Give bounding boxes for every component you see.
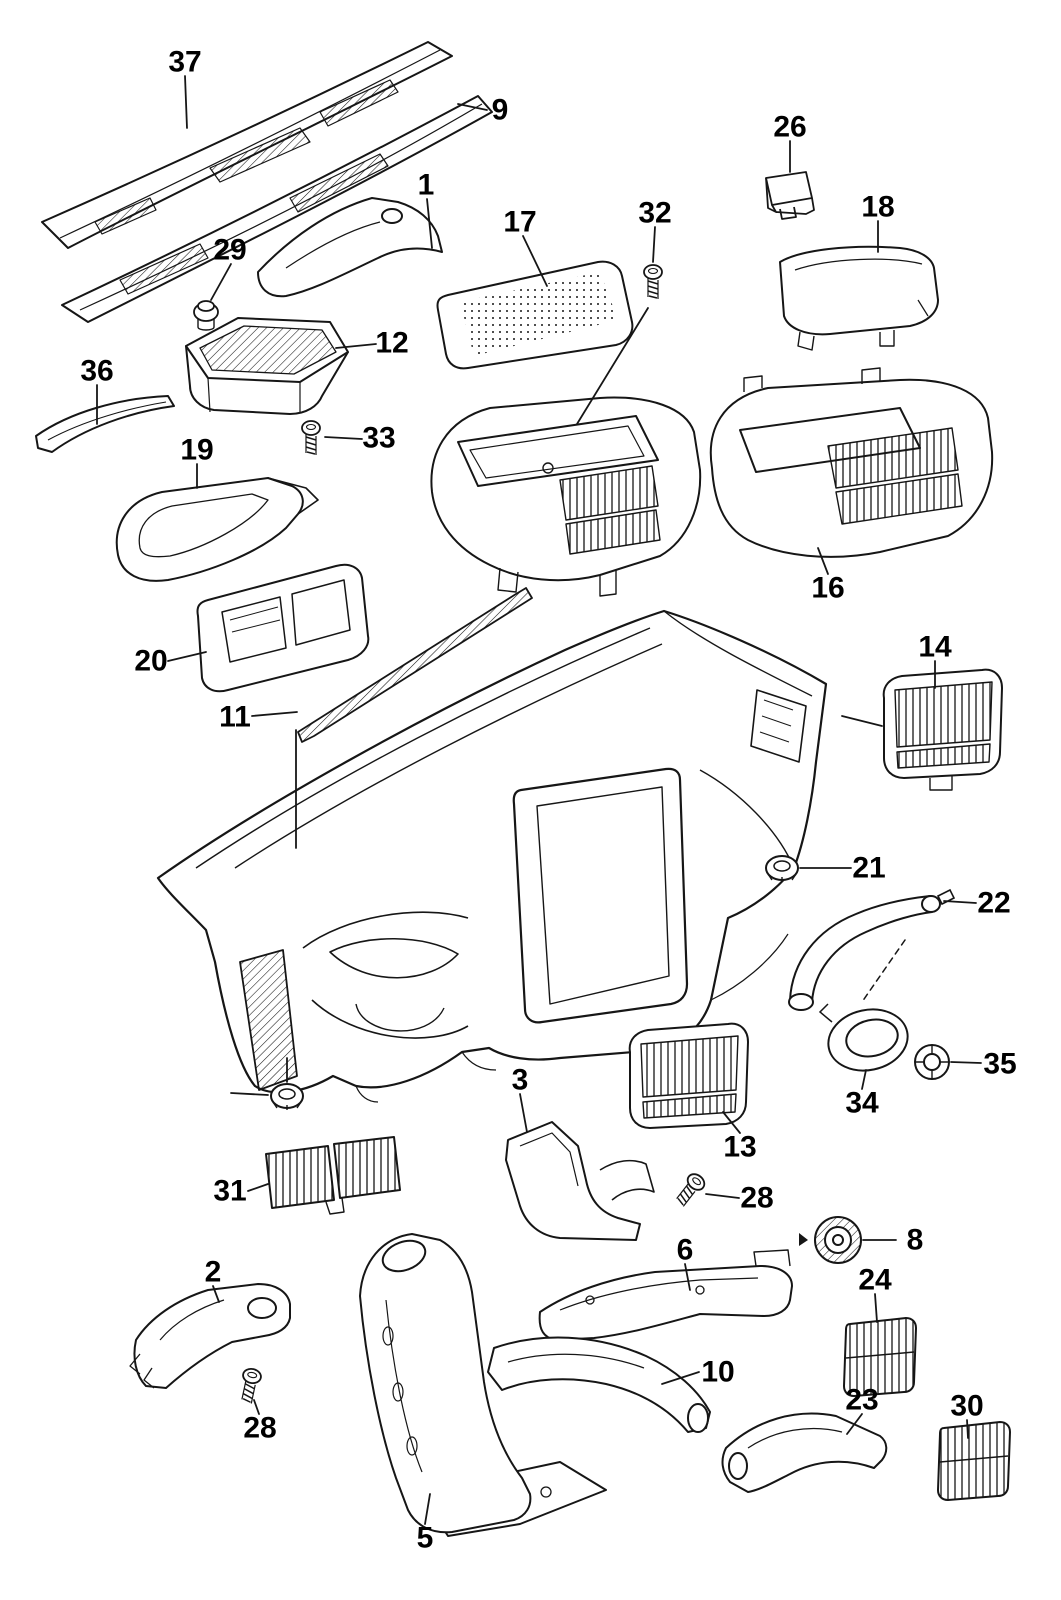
callout-20: 20	[134, 645, 167, 678]
callout-16: 16	[811, 572, 844, 605]
callout-5: 5	[417, 1522, 434, 1555]
callout-34: 34	[845, 1087, 879, 1120]
callout-22: 22	[977, 887, 1010, 920]
callout-29: 29	[213, 234, 246, 267]
callout-labels: 37 9 1 26 17 32 18 29 12 36 33 19 16 20 …	[80, 46, 1016, 1555]
callout-8: 8	[907, 1224, 924, 1257]
part-12-heater-housing	[185, 317, 349, 415]
part-17-cover-grille	[436, 260, 634, 370]
part-11-trim-strip	[297, 587, 533, 743]
part-34-vent-nozzle	[818, 1003, 909, 1072]
callout-10: 10	[701, 1356, 734, 1389]
part-30-vent-grille	[937, 1421, 1011, 1501]
part-24-vent-grille	[843, 1317, 917, 1397]
callout-1: 1	[418, 169, 435, 202]
part-23-rear-duct	[721, 1412, 888, 1493]
callout-2: 2	[205, 1256, 222, 1289]
callout-17: 17	[503, 206, 536, 239]
part-8-cover-cap	[799, 1216, 862, 1264]
part-3-center-duct	[505, 1121, 655, 1241]
part-18-stowage-cover	[779, 245, 939, 351]
callout-19: 19	[180, 434, 213, 467]
callout-33: 33	[362, 422, 395, 455]
part-21-grommet-right	[765, 855, 799, 883]
callout-31: 31	[213, 1175, 246, 1208]
part-26-switch	[765, 171, 815, 220]
callout-37: 37	[168, 46, 201, 79]
callout-13: 13	[723, 1131, 756, 1164]
part-9-cowl-cover	[61, 95, 493, 323]
part-21-grommet-left	[270, 1083, 304, 1111]
part-5-center-floor-duct	[359, 1233, 607, 1537]
callout-28-left: 28	[243, 1412, 276, 1445]
part-33-screw	[301, 420, 321, 456]
part-dashboard-main	[156, 609, 828, 1103]
callout-23: 23	[845, 1384, 878, 1417]
callout-14: 14	[918, 631, 952, 664]
part-14-side-vent	[882, 668, 1003, 791]
callout-26: 26	[773, 111, 806, 144]
callout-32: 32	[638, 197, 671, 230]
part-2-side-duct	[129, 1283, 291, 1389]
callout-3: 3	[512, 1064, 529, 1097]
callout-24: 24	[858, 1264, 892, 1297]
callout-35: 35	[983, 1048, 1016, 1081]
part-32-screw	[643, 264, 663, 300]
callout-18: 18	[861, 191, 894, 224]
part-28-screw-left	[236, 1366, 264, 1406]
part-13-center-vent	[628, 1022, 749, 1129]
part-6-floor-duct	[538, 1249, 793, 1341]
callout-36: 36	[80, 355, 113, 388]
callout-9: 9	[492, 94, 509, 127]
callout-28-right: 28	[740, 1182, 773, 1215]
part-36-trim-strip	[35, 395, 175, 453]
callout-11: 11	[219, 701, 251, 734]
part-20-stowage-compartment	[196, 563, 370, 693]
part-16-center-dash-trim	[709, 367, 994, 558]
callout-6: 6	[677, 1234, 694, 1267]
part-29-nut	[193, 300, 219, 331]
pointer-triangle-icon	[799, 1233, 808, 1246]
center-dash-panel	[430, 396, 702, 597]
callout-12: 12	[375, 327, 408, 360]
part-10-floor-duct	[487, 1336, 711, 1433]
part-31-center-vents	[265, 1136, 401, 1215]
part-19-stowage-tray	[115, 477, 319, 582]
part-37-cowl-cover	[41, 41, 453, 249]
callout-21-right: 21	[852, 852, 885, 885]
part-35-cap	[914, 1044, 950, 1080]
leader-lines	[96, 75, 982, 1525]
part-22-drain-hose	[788, 888, 956, 1011]
part-28-screw-right	[671, 1170, 709, 1210]
part-1-air-duct	[257, 197, 443, 298]
callout-30: 30	[950, 1390, 983, 1423]
